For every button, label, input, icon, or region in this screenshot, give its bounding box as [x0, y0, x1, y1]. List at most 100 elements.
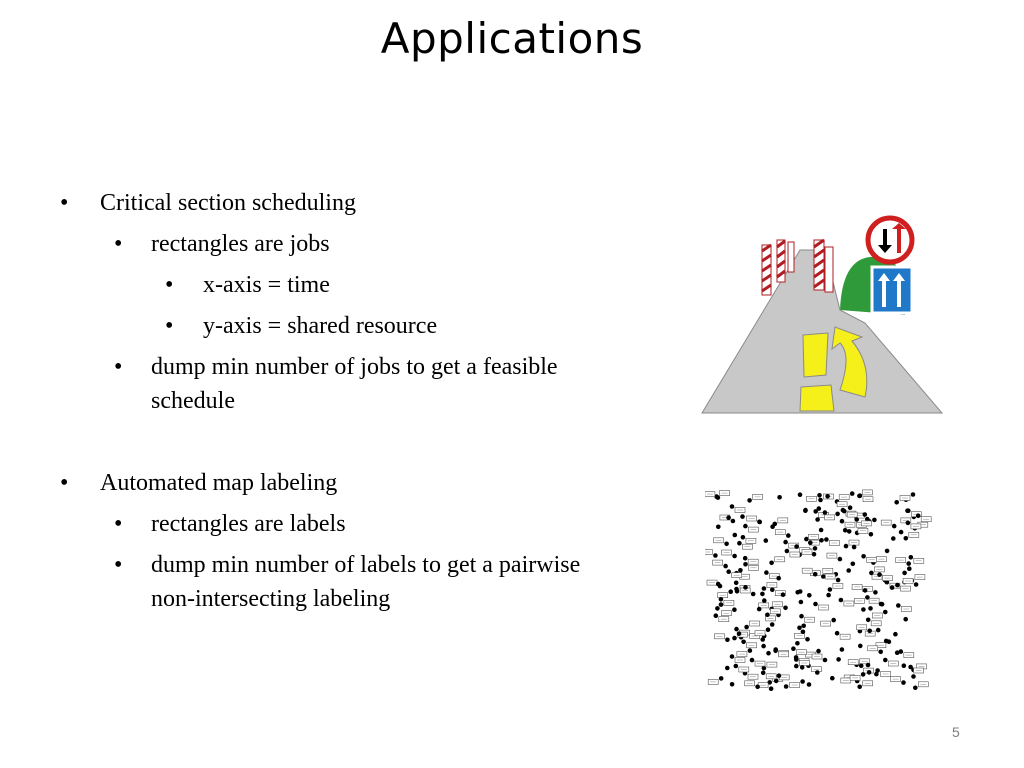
map-point: [772, 521, 778, 527]
map-point: [862, 512, 868, 517]
barrier-left: [761, 239, 795, 296]
subbullet-rectangles-labels: • rectangles are labels: [114, 507, 346, 541]
priority-sign-icon: [865, 215, 915, 275]
map-point: [807, 593, 812, 598]
map-point: [838, 597, 844, 603]
map-point: [725, 665, 730, 671]
map-point: [734, 586, 739, 592]
subbullet-rectangles-jobs: • rectangles are jobs: [114, 227, 330, 261]
map-point: [874, 671, 879, 677]
map-point: [761, 665, 767, 671]
bullet-dot: •: [165, 272, 174, 298]
map-point: [857, 493, 862, 499]
map-point: [765, 627, 771, 632]
map-point: [733, 663, 739, 669]
map-point: [894, 500, 899, 505]
map-point: [800, 679, 805, 684]
map-point: [894, 650, 900, 655]
map-point: [776, 575, 781, 581]
map-point: [865, 662, 871, 668]
bullet-text-line1: dump min number of labels to get a pairw…: [151, 552, 581, 578]
map-point: [718, 597, 724, 602]
map-point: [749, 657, 755, 663]
map-point: [737, 540, 742, 546]
map-point: [815, 670, 820, 675]
map-point: [878, 601, 884, 607]
subsubbullet-x-axis: • x-axis = time: [165, 268, 330, 302]
map-point: [766, 650, 771, 656]
map-point: [799, 613, 804, 619]
bullet-text: rectangles are jobs: [151, 231, 330, 257]
map-point: [783, 605, 788, 611]
map-point: [835, 577, 841, 583]
map-point: [733, 580, 739, 586]
map-point: [760, 670, 766, 676]
map-point: [740, 535, 746, 540]
map-labeling-illustration: [705, 489, 932, 691]
lane-marking: [802, 332, 829, 378]
map-point: [891, 536, 896, 541]
map-point: [744, 624, 749, 630]
map-point: [747, 498, 752, 503]
map-point: [837, 556, 843, 562]
map-point: [818, 497, 823, 503]
map-point: [743, 562, 748, 567]
map-point: [835, 511, 840, 517]
map-point: [883, 657, 888, 663]
map-point: [732, 607, 737, 612]
map-point: [769, 622, 775, 627]
map-point: [836, 657, 841, 662]
map-point: [839, 518, 845, 524]
map-point: [875, 668, 880, 673]
map-point: [715, 581, 721, 587]
map-point: [898, 649, 904, 654]
map-point: [893, 631, 898, 637]
map-point: [747, 648, 753, 653]
map-point: [813, 601, 818, 607]
bullet-critical-section: • Critical section scheduling: [60, 186, 356, 220]
map-point: [736, 631, 742, 636]
map-point: [872, 517, 877, 523]
map-point: [865, 595, 870, 600]
subbullet-dump-labels: • dump min number of labels to get a pai…: [114, 548, 581, 616]
map-point: [730, 518, 736, 524]
map-point: [763, 538, 769, 543]
barrier-right: [813, 238, 834, 293]
map-point: [821, 574, 826, 579]
lane-marking: [799, 384, 835, 412]
map-point: [822, 657, 828, 663]
map-point: [861, 607, 866, 612]
map-point: [895, 582, 900, 588]
map-point: [784, 548, 790, 554]
bullet-text: rectangles are labels: [151, 511, 346, 537]
map-point: [780, 592, 786, 597]
map-point: [769, 560, 774, 566]
map-point: [777, 495, 782, 500]
map-point: [803, 507, 808, 513]
map-point: [755, 684, 760, 690]
map-point: [901, 680, 906, 685]
map-point: [798, 599, 804, 605]
bullet-dot: •: [60, 190, 69, 216]
map-point: [738, 568, 743, 573]
map-point: [865, 617, 871, 623]
map-point: [729, 682, 735, 687]
map-point: [726, 569, 731, 574]
bullet-text: Automated map labeling: [100, 470, 338, 496]
map-point: [861, 554, 866, 559]
map-point: [813, 509, 818, 514]
map-point: [831, 617, 836, 623]
map-point: [847, 505, 853, 510]
map-point: [905, 508, 910, 513]
map-point: [728, 589, 733, 594]
map-point: [826, 592, 831, 598]
map-point: [846, 529, 852, 534]
map-point: [868, 606, 873, 611]
road-illustration: [701, 215, 944, 414]
curved-arrow-marking: [831, 326, 868, 398]
map-point: [808, 540, 813, 546]
bullet-text: y-axis = shared resource: [203, 313, 438, 339]
map-point: [799, 665, 805, 670]
bullet-text-line1: dump min number of jobs to get a feasibl…: [151, 354, 558, 380]
map-point: [898, 529, 904, 535]
